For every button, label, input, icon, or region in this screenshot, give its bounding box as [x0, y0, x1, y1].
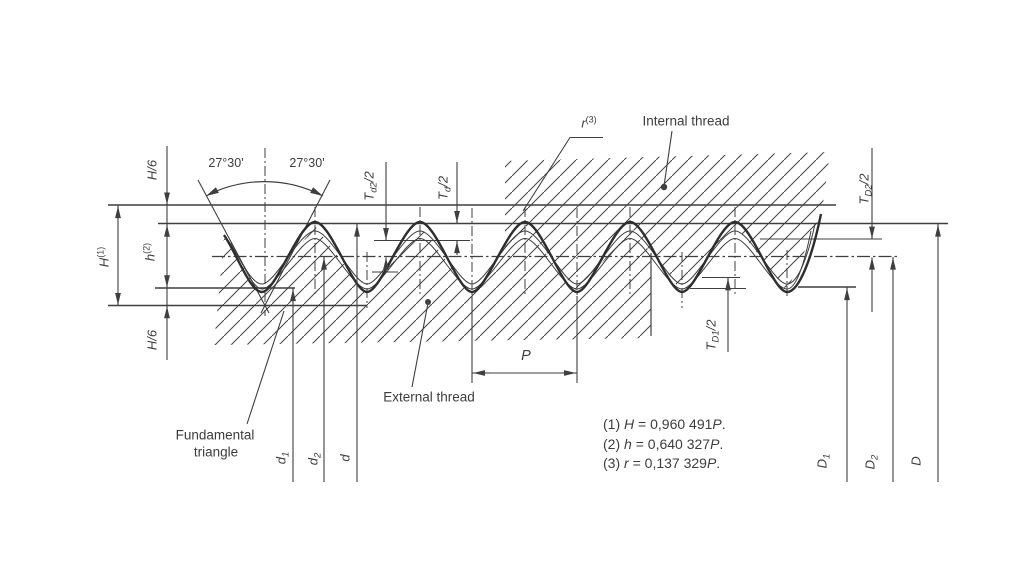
- dim-label-D: D: [908, 456, 924, 466]
- dim-label-Td: Td/2: [435, 175, 454, 201]
- dim-label-h6-top: H/6: [144, 159, 160, 181]
- dim-label-r: r(3): [581, 114, 597, 131]
- fundamental-triangle-leader: [246, 310, 285, 425]
- dim-label-h6-bottom: H/6: [144, 329, 160, 351]
- fundamental-triangle-label-line2: triangle: [193, 444, 239, 460]
- tolerance-profile-mid: [230, 230, 812, 290]
- thread-profile: [223, 213, 823, 294]
- formula-H: (1) H = 0,960 491P.: [603, 416, 726, 432]
- tolerance-profile-inner: [227, 223, 816, 285]
- hatch-external-thread: [214, 226, 651, 345]
- angle-arc: [205, 180, 324, 197]
- dim-label-D1: D1: [814, 453, 833, 469]
- internal-thread-label: Internal thread: [642, 113, 730, 129]
- dim-label-TD2: TD2/2: [856, 173, 875, 205]
- dim-label-d1: d1: [273, 451, 292, 465]
- internal-thread-leader: [663, 130, 673, 187]
- dim-label-TD1: TD1/2: [703, 319, 722, 351]
- dim-label-d: d: [337, 454, 353, 462]
- dim-label-Td2: Td2/2: [361, 171, 380, 201]
- reference-lines: [108, 204, 948, 336]
- dim-label-h: h(2): [141, 242, 158, 262]
- dim-label-P: P: [521, 347, 531, 364]
- internal-thread-leader-dot: [660, 183, 668, 191]
- dim-label-d2: d2: [305, 452, 324, 466]
- external-thread-label: External thread: [383, 389, 475, 405]
- formula-r: (3) r = 0,137 329P.: [603, 455, 721, 471]
- design-profile-bold: [223, 213, 823, 294]
- r-leader: [522, 136, 603, 212]
- angle-label-right: 27°30': [289, 155, 325, 170]
- external-thread-leader: [411, 302, 429, 388]
- dim-label-D2: D2: [862, 454, 881, 470]
- dim-label-H: H(1): [95, 246, 112, 268]
- external-thread-leader-dot: [425, 299, 431, 305]
- leader-lines: [246, 130, 673, 425]
- fundamental-triangle-label-line1: Fundamental: [175, 427, 255, 443]
- formula-h: (2) h = 0,640 327P.: [603, 435, 724, 452]
- angle-label-left: 27°30': [208, 155, 244, 170]
- section-hatching: [214, 152, 830, 345]
- dimension-lines: [115, 146, 941, 482]
- footnote-formulas: (1) H = 0,960 491P. (2) h = 0,640 327P. …: [603, 415, 726, 474]
